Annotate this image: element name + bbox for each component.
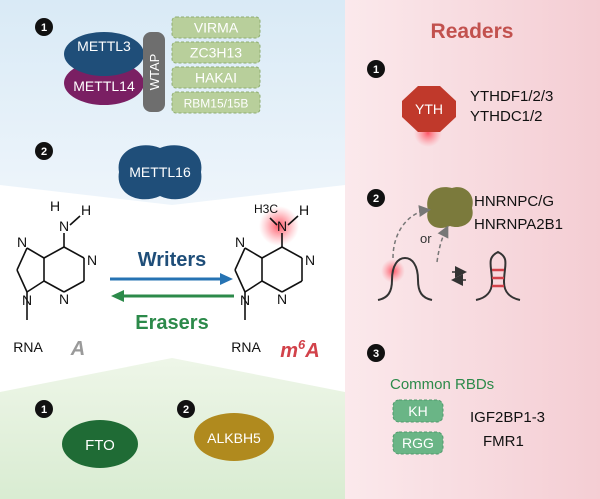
svg-text:2: 2 xyxy=(183,404,189,416)
yth-label: YTH xyxy=(415,101,443,117)
recruit-arrow-right xyxy=(436,225,449,263)
fmr1-label: FMR1 xyxy=(483,433,524,450)
fto-protein: FTO xyxy=(62,420,138,468)
cofactor-label: HAKAI xyxy=(195,70,237,86)
adenosine-structure xyxy=(16,215,85,320)
svg-text:2: 2 xyxy=(373,193,379,205)
cofactor-zc3h13: ZC3H13 xyxy=(171,41,261,64)
svg-text:N: N xyxy=(59,291,69,307)
cofactor-label: RBM15/15B xyxy=(184,97,249,111)
yth-domain: YTH xyxy=(402,86,456,132)
mettl14-label: METTL14 xyxy=(73,78,135,94)
alkbh5-protein: ALKBH5 xyxy=(194,413,274,461)
erasers-step1-marker: 1 xyxy=(35,400,53,418)
readers-title: Readers xyxy=(431,20,514,43)
hnrnp-protein xyxy=(427,187,473,229)
writers-arrow xyxy=(110,273,233,285)
readers-step3-marker: 3 xyxy=(367,344,385,362)
or-label: or xyxy=(420,231,432,246)
kh-domain: KH xyxy=(392,399,444,423)
erasers-background xyxy=(0,358,345,499)
igf2bp-label: IGF2BP1-3 xyxy=(470,409,545,426)
rna-hairpin-closed xyxy=(377,256,433,301)
writers-step2-marker: 2 xyxy=(35,142,53,160)
wtap-protein: WTAP xyxy=(143,32,165,112)
svg-text:N: N xyxy=(277,291,287,307)
svg-text:N: N xyxy=(87,252,97,268)
wtap-label: WTAP xyxy=(147,54,162,91)
adenosine-labels: N H H N N N N RNA xyxy=(13,198,97,355)
rgg-label: RGG xyxy=(402,435,434,451)
common-rbds-label: Common RBDs xyxy=(390,376,494,393)
adenosine-name: A xyxy=(70,338,85,360)
erasers-arrow xyxy=(111,290,234,302)
svg-text:N: N xyxy=(305,252,315,268)
svg-text:RNA: RNA xyxy=(231,339,261,355)
cofactor-rbm15-15b: RBM15/15B xyxy=(171,91,261,114)
rna-hairpin-open xyxy=(475,250,521,301)
hnrnpc-label: HNRNPC/G xyxy=(474,193,554,210)
cofactor-hakai: HAKAI xyxy=(171,66,261,89)
svg-text:N: N xyxy=(17,234,27,250)
svg-text:N: N xyxy=(235,234,245,250)
svg-text:2: 2 xyxy=(41,146,47,158)
svg-text:1: 1 xyxy=(373,64,379,76)
svg-text:3: 3 xyxy=(373,348,379,360)
readers-step2-marker: 2 xyxy=(367,189,385,207)
mettl16-label: METTL16 xyxy=(129,164,191,180)
readers-background xyxy=(345,0,600,499)
readers-step1-marker: 1 xyxy=(367,60,385,78)
svg-text:1: 1 xyxy=(41,404,47,416)
structural-switch-arrows xyxy=(451,266,467,286)
recruit-arrow-left xyxy=(392,205,431,259)
mettl3-protein: METTL3 xyxy=(64,32,144,76)
hnrnpa2b1-label: HNRNPA2B1 xyxy=(474,216,563,233)
ythdc-label: YTHDC1/2 xyxy=(470,108,543,125)
writers-step1-marker: 1 xyxy=(35,18,53,36)
svg-text:H: H xyxy=(81,202,91,218)
svg-text:N: N xyxy=(277,218,287,234)
methyl-highlight xyxy=(259,206,299,246)
cofactor-label: VIRMA xyxy=(194,20,239,36)
mettl3-label: METTL3 xyxy=(77,38,131,54)
ythdf-label: YTHDF1/2/3 xyxy=(470,88,553,105)
alkbh5-label: ALKBH5 xyxy=(207,430,261,446)
mettl16-protein: METTL16 xyxy=(118,145,202,200)
m6a-structure xyxy=(234,215,303,320)
svg-text:RNA: RNA xyxy=(13,339,43,355)
writers-label: Writers xyxy=(138,249,207,271)
m6a-name: m6A xyxy=(280,337,319,362)
fto-label: FTO xyxy=(85,437,115,454)
m6a-labels: H3C N H N N N N RNA xyxy=(231,202,315,355)
svg-text:N: N xyxy=(22,292,32,308)
svg-text:N: N xyxy=(59,218,69,234)
rgg-domain: RGG xyxy=(392,431,444,455)
cofactor-label: ZC3H13 xyxy=(190,45,242,61)
erasers-step2-marker: 2 xyxy=(177,400,195,418)
erasers-label: Erasers xyxy=(135,312,208,334)
cofactor-virma: VIRMA xyxy=(171,16,261,39)
svg-text:1: 1 xyxy=(41,22,47,34)
kh-label: KH xyxy=(408,403,427,419)
svg-text:N: N xyxy=(240,292,250,308)
methyl-group-label: H3C xyxy=(254,202,278,216)
svg-text:H: H xyxy=(50,198,60,214)
svg-text:H: H xyxy=(299,202,309,218)
